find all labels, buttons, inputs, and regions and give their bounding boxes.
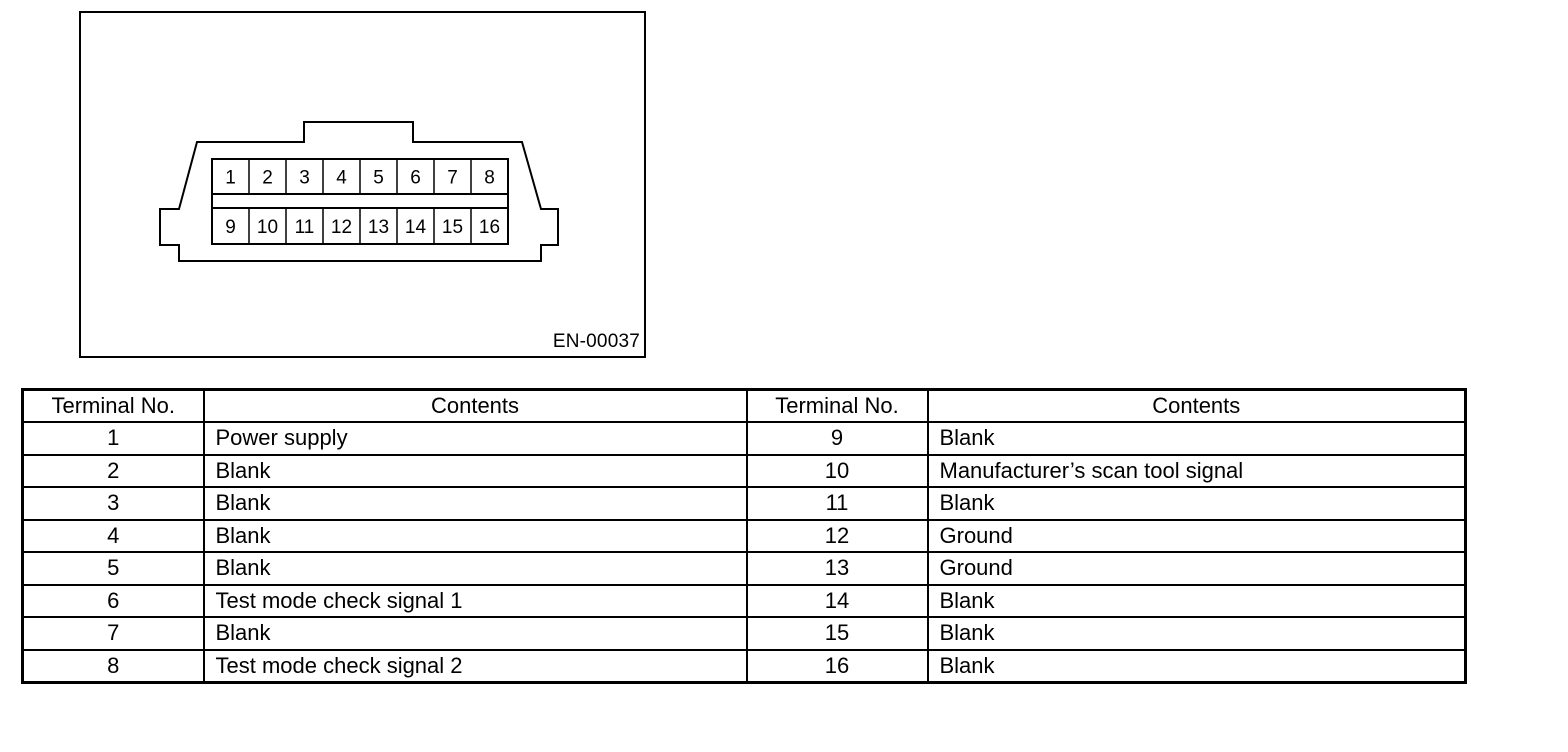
- contents-right: Manufacturer’s scan tool signal: [926, 453, 1467, 488]
- terminal-no-right: 14: [745, 583, 929, 618]
- pin-label: 3: [299, 168, 310, 189]
- contents-left: Blank: [202, 453, 748, 488]
- pin-label: 7: [447, 168, 458, 189]
- terminal-no-left: 5: [21, 551, 205, 586]
- pin-label: 12: [331, 217, 352, 238]
- connector-outline: [159, 121, 559, 262]
- contents-left: Power supply: [202, 421, 748, 456]
- terminal-no-left: 8: [21, 648, 205, 683]
- figure-code: EN-00037: [552, 331, 640, 352]
- table-header-row: Terminal No. Contents Terminal No. Conte…: [21, 388, 1467, 423]
- header-terminal-no-right: Terminal No.: [745, 388, 929, 423]
- terminal-no-right: 16: [745, 648, 929, 683]
- terminal-no-right: 11: [745, 486, 929, 521]
- pin-label: 4: [336, 168, 347, 189]
- terminal-table: Terminal No. Contents Terminal No. Conte…: [21, 388, 1467, 684]
- pin-label: 2: [262, 168, 273, 189]
- terminal-no-left: 1: [21, 421, 205, 456]
- terminal-no-right: 13: [745, 551, 929, 586]
- contents-left: Blank: [202, 486, 748, 521]
- terminal-no-right: 12: [745, 518, 929, 553]
- terminal-no-left: 2: [21, 453, 205, 488]
- terminal-no-left: 4: [21, 518, 205, 553]
- pin-label: 9: [225, 217, 236, 238]
- terminal-no-right: 10: [745, 453, 929, 488]
- terminal-no-left: 6: [21, 583, 205, 618]
- contents-left: Test mode check signal 1: [202, 583, 748, 618]
- pin-label: 8: [484, 168, 495, 189]
- header-contents-left: Contents: [202, 388, 748, 423]
- pin-label: 5: [373, 168, 384, 189]
- pin-label: 13: [368, 217, 389, 238]
- contents-left: Blank: [202, 518, 748, 553]
- pin-label: 16: [479, 217, 500, 238]
- contents-right: Ground: [926, 518, 1467, 553]
- contents-left: Test mode check signal 2: [202, 648, 748, 683]
- contents-right: Blank: [926, 421, 1467, 456]
- contents-right: Blank: [926, 648, 1467, 683]
- pin-label: 11: [295, 217, 315, 238]
- pin-label: 15: [442, 217, 463, 238]
- contents-left: Blank: [202, 551, 748, 586]
- contents-left: Blank: [202, 616, 748, 651]
- terminal-no-left: 3: [21, 486, 205, 521]
- pin-label: 14: [405, 217, 427, 238]
- contents-right: Ground: [926, 551, 1467, 586]
- header-contents-right: Contents: [926, 388, 1467, 423]
- terminal-no-right: 15: [745, 616, 929, 651]
- contents-right: Blank: [926, 616, 1467, 651]
- pin-label: 1: [225, 168, 236, 189]
- terminal-no-right: 9: [745, 421, 929, 456]
- terminal-no-left: 7: [21, 616, 205, 651]
- pin-label: 10: [257, 217, 278, 238]
- contents-right: Blank: [926, 583, 1467, 618]
- pin-label: 6: [410, 168, 421, 189]
- contents-right: Blank: [926, 486, 1467, 521]
- header-terminal-no-left: Terminal No.: [21, 388, 205, 423]
